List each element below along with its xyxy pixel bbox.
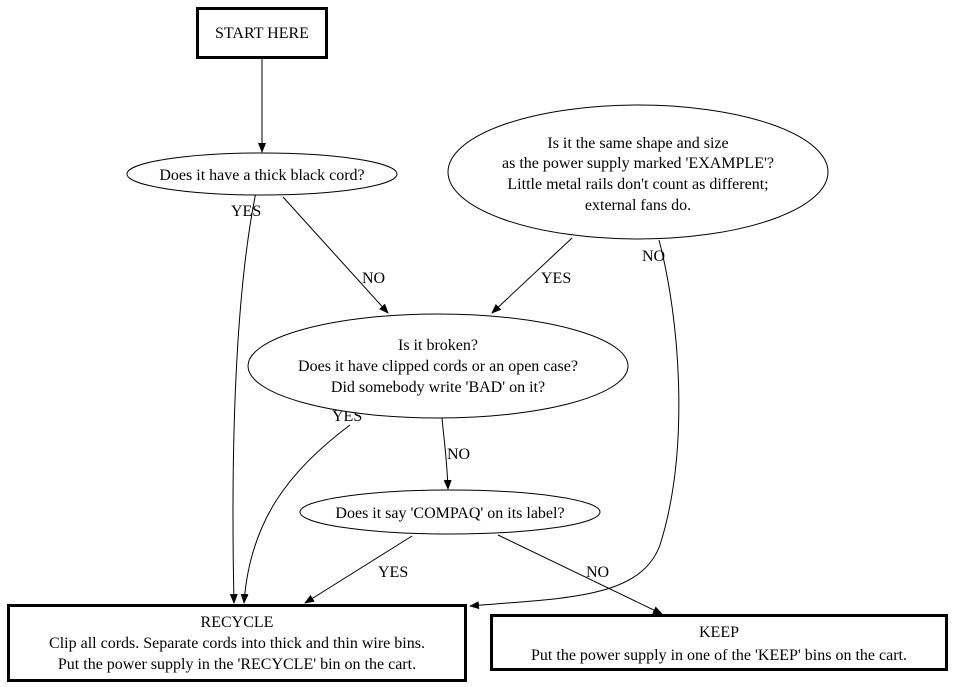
edge-label-same-shape-yes: YES xyxy=(541,270,571,287)
node-keep-line-2: Put the power supply in one of the 'KEEP… xyxy=(531,647,907,664)
node-broken-line-2: Does it have clipped cords or an open ca… xyxy=(298,358,578,375)
node-same-shape-line-3: Little metal rails don't count as differ… xyxy=(507,176,768,193)
edge-label-thick-cord-yes: YES xyxy=(231,203,261,220)
edge-label-compaq-yes: YES xyxy=(378,564,408,581)
node-recycle-line-3: Put the power supply in the 'RECYCLE' bi… xyxy=(58,656,416,673)
node-thick-black-cord: Does it have a thick black cord? xyxy=(126,152,398,196)
node-keep: KEEP Put the power supply in one of the … xyxy=(490,614,948,671)
edge-compaq-no-keep xyxy=(497,534,663,615)
edge-broken-yes-recycle xyxy=(240,424,351,604)
edge-same-shape-yes-broken xyxy=(491,237,573,314)
node-broken-line-3: Did somebody write 'BAD' on it? xyxy=(331,379,545,396)
edge-thick-cord-yes-recycle xyxy=(229,191,257,604)
edge-thick-cord-no-broken xyxy=(282,196,389,314)
edge-label-compaq-no: NO xyxy=(586,564,609,581)
node-compaq-text: Does it say 'COMPAQ' on its label? xyxy=(335,505,564,522)
node-same-shape-line-2: as the power supply marked 'EXAMPLE'? xyxy=(502,155,774,172)
edge-label-thick-cord-no: NO xyxy=(362,270,385,287)
node-same-shape-line-4: external fans do. xyxy=(585,197,691,214)
node-same-shape-line-1: Is it the same shape and size xyxy=(547,135,728,152)
edge-label-same-shape-no: NO xyxy=(642,248,665,265)
node-recycle: RECYCLE Clip all cords. Separate cords i… xyxy=(7,604,467,682)
node-thick-cord-text: Does it have a thick black cord? xyxy=(159,167,364,184)
node-compaq-label: Does it say 'COMPAQ' on its label? xyxy=(299,489,601,535)
edge-broken-no-compaq xyxy=(441,417,452,490)
node-broken-line-1: Is it broken? xyxy=(398,337,478,354)
node-same-shape-size: Is it the same shape and size as the pow… xyxy=(447,104,829,240)
node-start-text: START HERE xyxy=(215,25,309,42)
node-recycle-title: RECYCLE xyxy=(201,614,274,631)
edge-label-broken-no: NO xyxy=(447,446,470,463)
node-start-here: START HERE xyxy=(196,7,328,59)
edge-compaq-yes-recycle xyxy=(304,535,413,604)
node-is-it-broken: Is it broken? Does it have clipped cords… xyxy=(247,313,629,419)
node-recycle-line-2: Clip all cords. Separate cords into thic… xyxy=(49,635,425,652)
edge-same-shape-no-recycle xyxy=(469,239,680,610)
node-keep-title: KEEP xyxy=(699,624,739,641)
